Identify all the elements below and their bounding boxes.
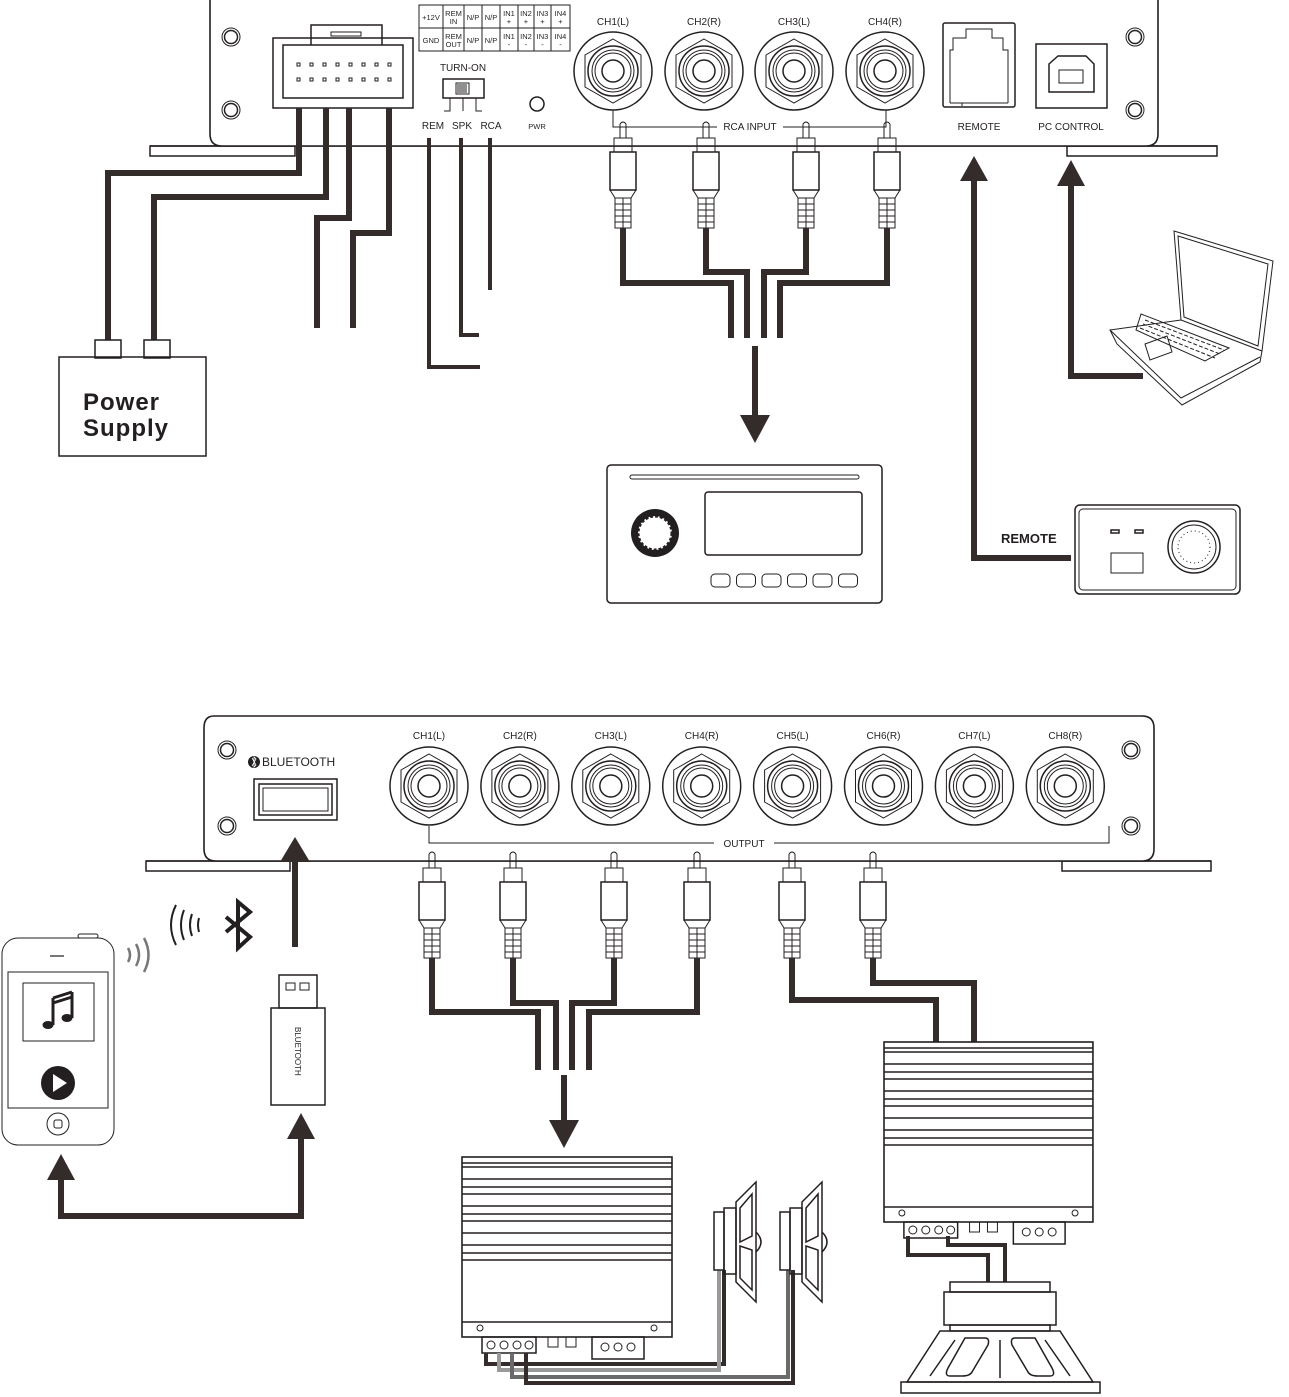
output-channel-label: CH4(R) bbox=[685, 731, 719, 742]
mounting-bracket-right bbox=[1067, 146, 1217, 156]
pc-control-label: PC CONTROL bbox=[1038, 122, 1104, 133]
power-supply: Power Supply bbox=[59, 340, 206, 456]
output-channel-label: CH8(R) bbox=[1048, 731, 1082, 742]
input-channel-label: CH4(R) bbox=[868, 17, 902, 28]
mounting-bracket-right bbox=[1062, 861, 1211, 871]
rca-plug bbox=[419, 852, 445, 958]
arrow-up-icon bbox=[960, 156, 988, 181]
terminal-label: N/P bbox=[485, 13, 498, 22]
arrow-up-icon bbox=[287, 1113, 315, 1139]
switch-option-rca: RCA bbox=[480, 121, 501, 132]
rca-plug bbox=[779, 852, 805, 958]
dongle-label: BLUETOOTH bbox=[293, 1027, 302, 1076]
remote-cable: REMOTE bbox=[960, 156, 1071, 558]
output-unit: BLUETOOTH CH1(L) CH2(R) CH3(L) CH4(R) CH5(L)… bbox=[146, 716, 1211, 871]
output-channel-label: CH5(L) bbox=[776, 731, 808, 742]
input-channel-label: CH1(L) bbox=[597, 17, 629, 28]
bluetooth-label: BLUETOOTH bbox=[262, 755, 335, 769]
phone-dongle-link bbox=[47, 1113, 315, 1216]
pwr-label: PWR bbox=[528, 122, 546, 131]
input-unit-panel bbox=[210, 0, 1158, 146]
rca-plug bbox=[693, 122, 719, 228]
switch-option-spk: SPK bbox=[452, 121, 472, 132]
output-channel-label: CH7(L) bbox=[958, 731, 990, 742]
output-rca-cables bbox=[419, 852, 886, 958]
rca-plug bbox=[610, 122, 636, 228]
mounting-bracket-left bbox=[146, 861, 290, 871]
rca-plug bbox=[684, 852, 710, 958]
rca-plug bbox=[601, 852, 627, 958]
power-supply-label-line1: Power bbox=[83, 389, 160, 416]
rca-plug bbox=[500, 852, 526, 958]
head-unit-button bbox=[762, 574, 781, 587]
remote-controller bbox=[1075, 505, 1240, 594]
head-unit-button bbox=[711, 574, 730, 587]
power-wires bbox=[108, 108, 490, 367]
input-channel-label: CH3(L) bbox=[778, 17, 810, 28]
rca-input-label: RCA INPUT bbox=[723, 122, 776, 133]
arrow-up-icon bbox=[1057, 160, 1085, 186]
remote-cable-label: REMOTE bbox=[1001, 531, 1057, 546]
head-unit-button bbox=[813, 574, 832, 587]
remote-port-label: REMOTE bbox=[958, 122, 1001, 133]
output-unit-panel bbox=[204, 716, 1154, 861]
input-channel-label: CH2(R) bbox=[687, 17, 721, 28]
pc-cable bbox=[1057, 160, 1143, 376]
mounting-bracket-left bbox=[150, 146, 295, 156]
home-button-icon bbox=[47, 1113, 69, 1135]
subwoofer-icon bbox=[901, 1282, 1100, 1393]
terminal-label: N/P bbox=[485, 36, 498, 45]
bluetooth-symbol-icon bbox=[226, 902, 250, 948]
terminal-label: N/P bbox=[467, 36, 480, 45]
output-channel-label: CH3(L) bbox=[595, 731, 627, 742]
terminal-label: GND bbox=[423, 36, 440, 45]
subwoofer-wires bbox=[908, 1236, 1005, 1282]
turn-on-label: TURN-ON bbox=[440, 63, 486, 74]
rca-plug bbox=[874, 122, 900, 228]
output-channel-label: CH2(R) bbox=[503, 731, 537, 742]
bluetooth-dongle: BLUETOOTH bbox=[271, 975, 325, 1105]
smartphone bbox=[2, 934, 114, 1145]
rca-plug bbox=[860, 852, 886, 958]
switch-option-rem: REM bbox=[422, 121, 444, 132]
speaker-left-icon bbox=[714, 1182, 761, 1302]
terminal-label: N/P bbox=[467, 13, 480, 22]
rca-plug bbox=[793, 122, 819, 228]
arrow-up-icon bbox=[47, 1154, 75, 1180]
terminal-label: +12V bbox=[422, 13, 440, 22]
head-unit-button bbox=[737, 574, 756, 587]
arrow-down-icon bbox=[740, 415, 770, 443]
wireless-signal-icon bbox=[128, 938, 149, 972]
output-label: OUTPUT bbox=[723, 839, 764, 850]
amplifier-mono bbox=[884, 1042, 1093, 1244]
output-channel-label: CH1(L) bbox=[413, 731, 445, 742]
power-supply-label-line2: Supply bbox=[83, 415, 169, 442]
output-channel-label: CH6(R) bbox=[867, 731, 901, 742]
input-rca-wire-bundle bbox=[623, 228, 887, 443]
wireless-signal-icon bbox=[171, 905, 199, 945]
head-unit-button bbox=[788, 574, 807, 587]
amplifier-4ch bbox=[462, 1157, 672, 1359]
head-unit-button bbox=[839, 574, 858, 587]
car-head-unit bbox=[607, 465, 882, 603]
arrow-down-icon bbox=[549, 1120, 579, 1148]
